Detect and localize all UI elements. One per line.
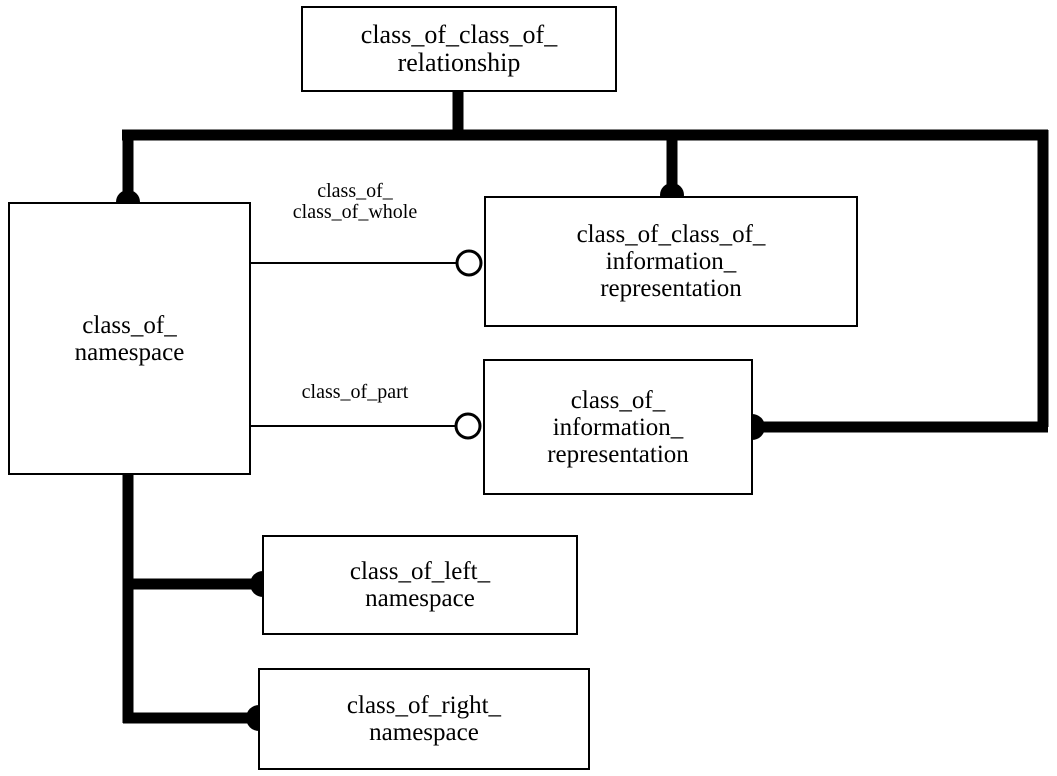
supertype-tree-relationship <box>122 92 1049 433</box>
entity-label-class-of-information-representation: class_of_ information_ representation <box>547 386 689 468</box>
open-circle-markers <box>454 249 483 440</box>
open-circle-class-of-part <box>454 412 482 440</box>
entity-label-class-of-class-of-relationship: class_of_class_of_ relationship <box>360 19 558 77</box>
entity-box-class-of-class-of-information-representation[interactable]: class_of_class_of_ information_ represen… <box>484 196 858 327</box>
entity-box-class-of-information-representation[interactable]: class_of_ information_ representation <box>483 359 753 495</box>
entity-box-class-of-class-of-relationship[interactable]: class_of_class_of_ relationship <box>301 6 617 92</box>
entity-label-class-of-class-of-information-representation: class_of_class_of_ information_ represen… <box>576 221 766 302</box>
relationship-label-class-of-part: class_of_part <box>301 381 409 403</box>
supertype-tree-namespace <box>122 470 263 724</box>
entity-label-class-of-left-namespace: class_of_left_ namespace <box>349 558 491 612</box>
entity-label-class-of-namespace: class_of_ namespace <box>74 311 185 366</box>
entity-box-class-of-right-namespace[interactable]: class_of_right_ namespace <box>258 668 590 770</box>
open-circle-class-of-class-of-whole <box>455 249 483 277</box>
relationship-label-class-of-class-of-whole: class_of_ class_of_whole <box>292 180 418 223</box>
attribute-lines <box>251 262 458 427</box>
entity-box-class-of-namespace[interactable]: class_of_ namespace <box>8 202 251 475</box>
entity-box-class-of-left-namespace[interactable]: class_of_left_ namespace <box>262 535 578 635</box>
entity-label-class-of-right-namespace: class_of_right_ namespace <box>346 692 502 746</box>
